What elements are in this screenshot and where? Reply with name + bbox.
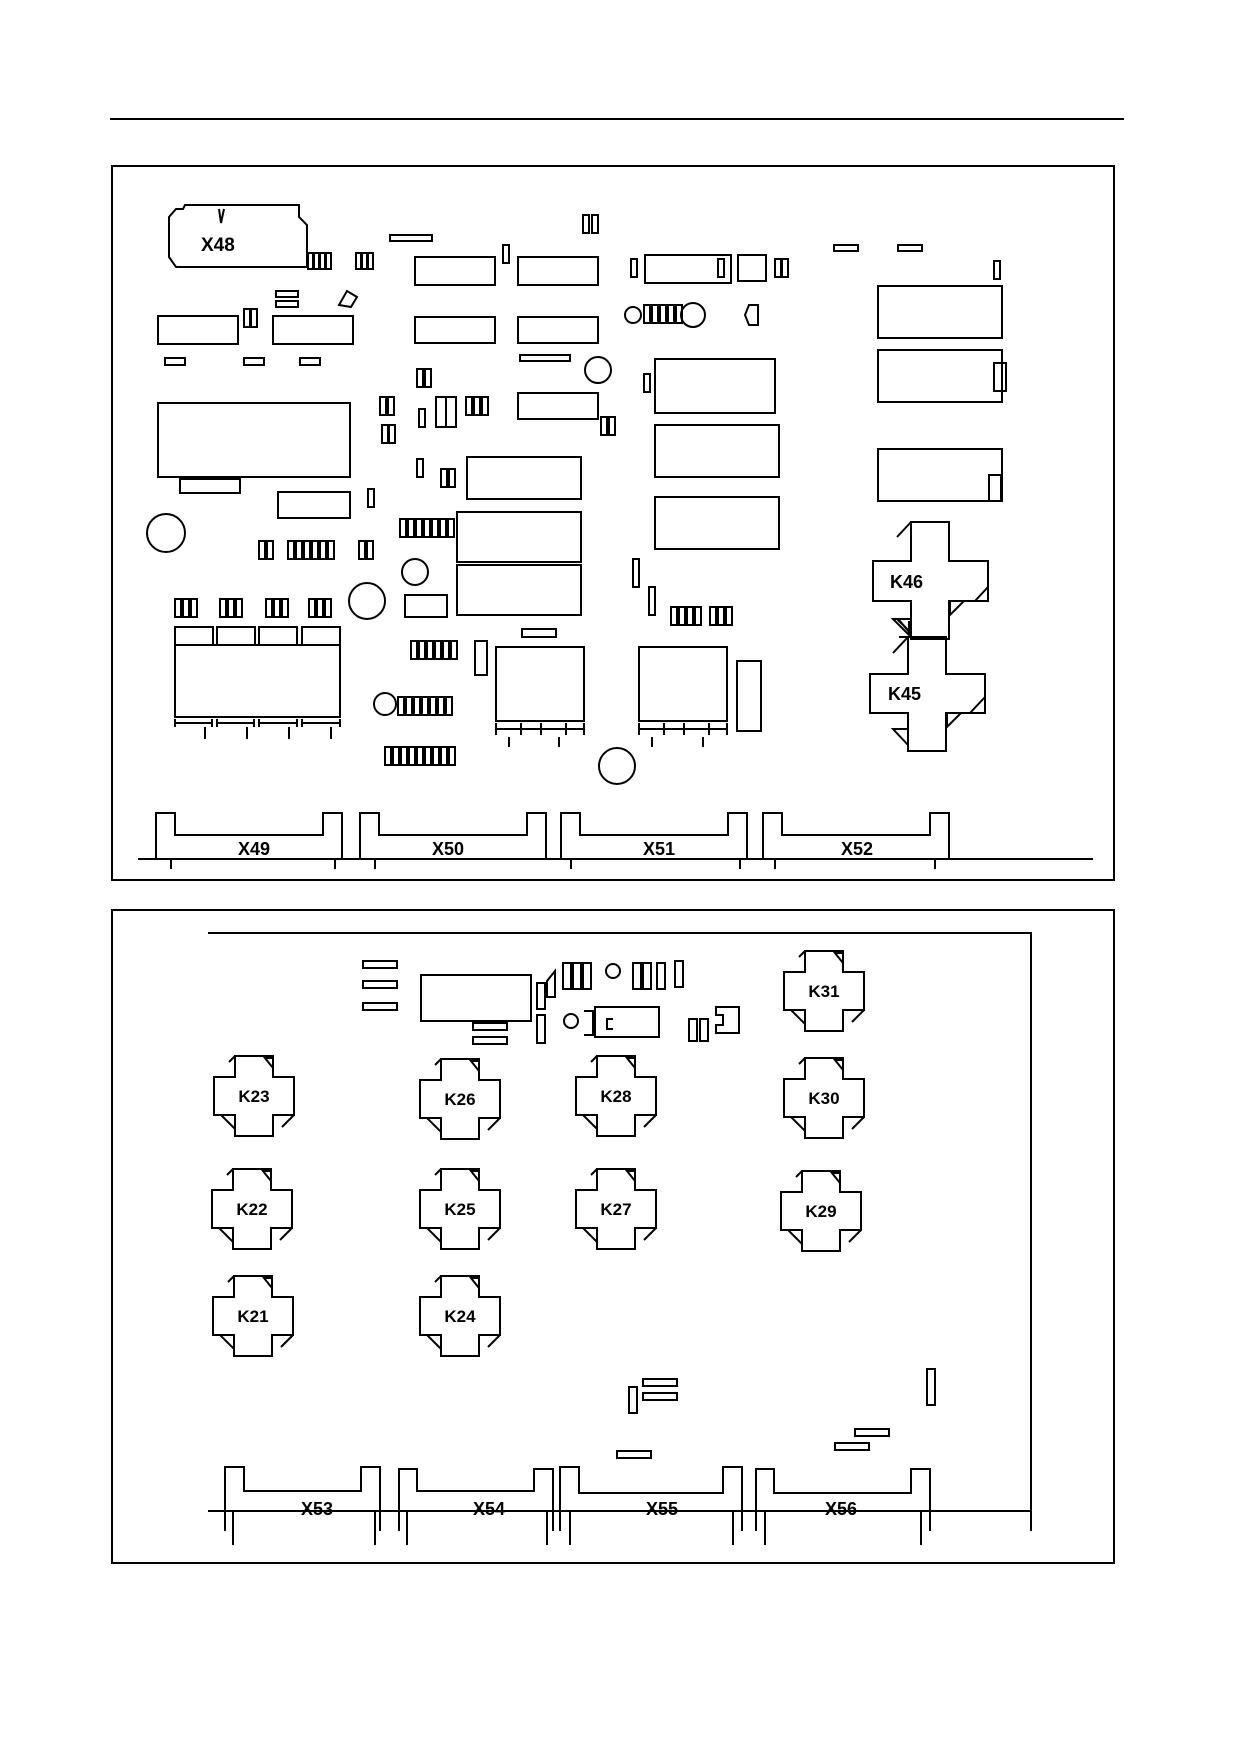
relay-k27-label: K27 bbox=[600, 1200, 631, 1219]
relay-k27-corner-marks bbox=[580, 1168, 657, 1245]
relay-k24-label: K24 bbox=[444, 1307, 476, 1326]
relay-k31-label: K31 bbox=[808, 982, 839, 1001]
relay-k25-outline bbox=[419, 1168, 501, 1250]
relay-k22-label: K22 bbox=[236, 1200, 267, 1219]
relay-k46-label: K46 bbox=[890, 572, 923, 592]
connector-x55-outline bbox=[559, 1466, 743, 1531]
connector-x51-label: X51 bbox=[643, 839, 675, 859]
relay-k21-corner-marks bbox=[217, 1275, 294, 1352]
relay-k26-outline bbox=[419, 1058, 501, 1140]
connector-x52-outline bbox=[762, 812, 950, 859]
connector-x50-outline bbox=[359, 812, 547, 859]
relay-k29-label: K29 bbox=[805, 1202, 836, 1221]
connector-x48-label: X48 bbox=[201, 235, 235, 256]
relay-k30-corner-marks bbox=[788, 1057, 865, 1134]
connector-x49-label: X49 bbox=[238, 839, 270, 859]
relay-k26-label: K26 bbox=[444, 1090, 475, 1109]
top-board-layout: X48 X49 X50 X51 X52 K46 K45 bbox=[138, 204, 1093, 869]
relay-k23-outline bbox=[213, 1055, 295, 1137]
relay-k22-corner-marks bbox=[216, 1168, 293, 1245]
connector-x48 bbox=[168, 204, 308, 268]
connector-x50-label: X50 bbox=[432, 839, 464, 859]
relay-k26-corner-marks bbox=[424, 1058, 501, 1135]
relay-k21-label: K21 bbox=[237, 1307, 268, 1326]
relay-k30-outline bbox=[783, 1057, 865, 1139]
connector-x54-outline bbox=[398, 1468, 554, 1531]
relay-k31-outline bbox=[783, 950, 865, 1032]
relay-k21-outline bbox=[212, 1275, 294, 1357]
relay-k29-outline bbox=[780, 1170, 862, 1252]
connector-x56-label: X56 bbox=[825, 1499, 857, 1519]
relay-k28-outline bbox=[575, 1055, 657, 1137]
relay-k27-outline bbox=[575, 1168, 657, 1250]
connector-x49-outline bbox=[155, 812, 343, 859]
connector-x53-outline bbox=[224, 1466, 381, 1531]
relay-k46-outline bbox=[872, 521, 989, 640]
relay-k23-corner-marks bbox=[218, 1055, 295, 1132]
relay-k25-corner-marks bbox=[424, 1168, 501, 1245]
connector-x54-label: X54 bbox=[473, 1499, 505, 1519]
relay-k23-label: K23 bbox=[238, 1087, 269, 1106]
relay-k25-label: K25 bbox=[444, 1200, 475, 1219]
top-board-panel: X48 X49 X50 X51 X52 K46 K45 bbox=[111, 165, 1115, 881]
connector-x56-outline bbox=[755, 1468, 931, 1531]
connector-x51-outline bbox=[560, 812, 748, 859]
relay-k31-corner-marks bbox=[788, 950, 865, 1027]
connector-x53-label: X53 bbox=[301, 1499, 333, 1519]
relay-k28-corner-marks bbox=[580, 1055, 657, 1132]
header-rule bbox=[110, 118, 1124, 120]
relay-k22-outline bbox=[211, 1168, 293, 1250]
relay-k45-outline bbox=[869, 636, 986, 752]
relay-k29-corner-marks bbox=[785, 1170, 862, 1247]
relay-k30-label: K30 bbox=[808, 1089, 839, 1108]
relay-k24-outline bbox=[419, 1275, 501, 1357]
connector-x55-label: X55 bbox=[646, 1499, 678, 1519]
relay-k24-corner-marks bbox=[424, 1275, 501, 1352]
relay-k28-label: K28 bbox=[600, 1087, 631, 1106]
relay-k45-label: K45 bbox=[888, 684, 921, 704]
connector-x52-label: X52 bbox=[841, 839, 873, 859]
